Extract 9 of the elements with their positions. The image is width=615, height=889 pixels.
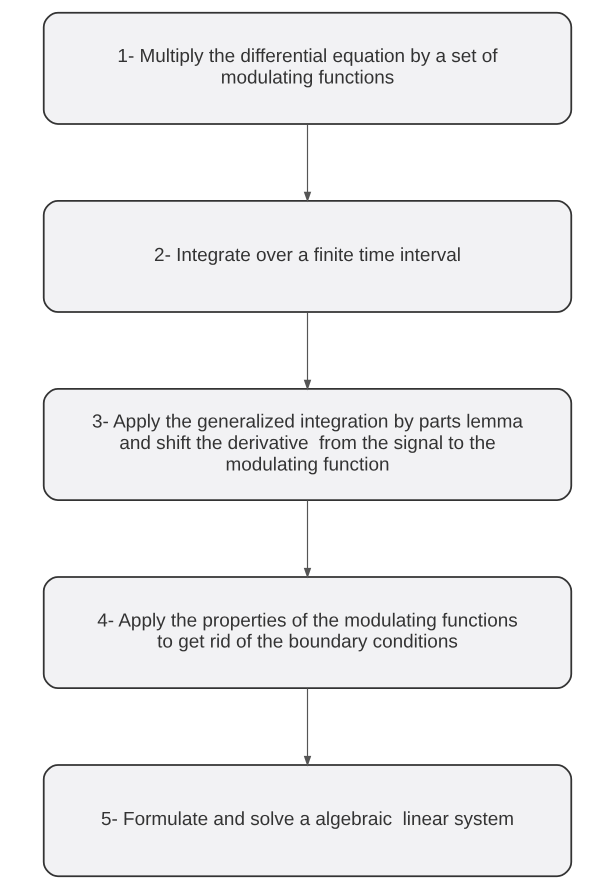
arrow bbox=[304, 500, 312, 579]
arrow bbox=[304, 688, 312, 767]
arrow bbox=[304, 312, 312, 390]
node-box: 1- Multiply the differential equation by a set of modulating functions bbox=[42, 12, 572, 125]
node-box: 2- Integrate over a finite time interval bbox=[42, 200, 572, 313]
node-box: 3- Apply the generalized integration by parts lemma and shift the derivative from the signal to the modulating function bbox=[42, 388, 572, 501]
arrow bbox=[304, 124, 312, 202]
node-box: 4- Apply the properties of the modulating functions to get rid of the boundary conditions bbox=[42, 576, 572, 690]
node-box: 5- Formulate and solve a algebraic linear system bbox=[42, 764, 572, 878]
